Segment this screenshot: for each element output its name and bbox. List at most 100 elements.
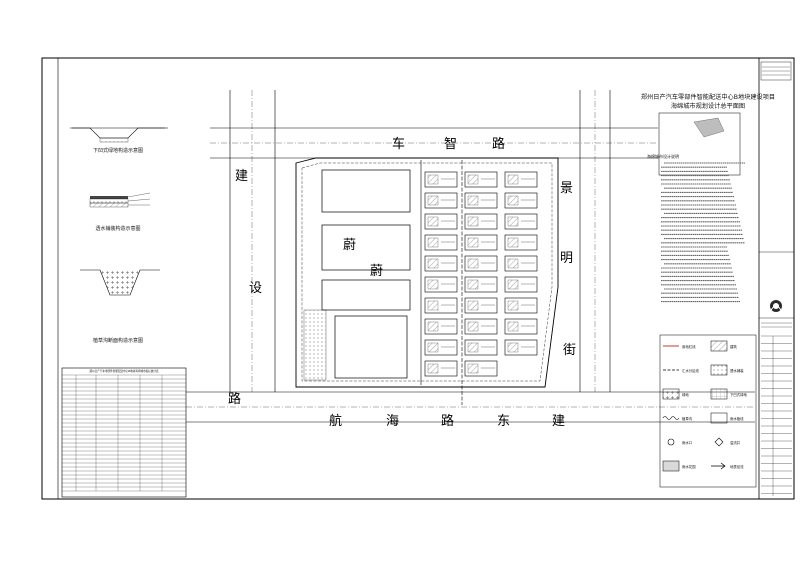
building-block <box>504 339 538 356</box>
building-block <box>464 213 498 230</box>
detail-sunken-greenland: 下凹式绿地构造示意图 <box>70 127 168 154</box>
legend-arrow-icon <box>711 462 726 470</box>
building-block <box>464 318 498 335</box>
east-building-grid <box>424 171 538 377</box>
building-block <box>424 360 458 377</box>
legend-fill-icon <box>662 460 680 472</box>
table-title: 郑州日产汽车零部件智能配送中心B地块海绵城市指标统计表 <box>89 369 159 373</box>
legend-entry: 汇水分区线 <box>663 368 700 373</box>
legend-entry: 下凹式绿地 <box>710 388 748 400</box>
plan-label: 海绵城市设计说明 <box>647 153 679 159</box>
sheet-inner-border <box>57 57 795 500</box>
building-block <box>464 297 498 314</box>
road-network <box>186 90 755 423</box>
drawing-title-line-1: 郑州日产汽车零部件智能配送中心B地块建设项目 <box>641 93 775 101</box>
legend-wave-icon <box>662 416 680 420</box>
legend-entry: 雨水口 <box>667 438 692 446</box>
legend-entry: 溢流井 <box>714 437 741 447</box>
building-block <box>504 213 538 230</box>
legend-entry: 植草沟 <box>662 416 693 421</box>
building-block <box>464 276 498 293</box>
design-description <box>661 162 745 303</box>
building-block <box>464 171 498 188</box>
building-block <box>464 360 498 377</box>
legend-label: 植草沟 <box>682 416 693 421</box>
legend-label: 用地红线 <box>682 344 696 349</box>
building-block <box>504 276 538 293</box>
building-block <box>504 255 538 272</box>
road-label-south-1: 航 <box>329 413 342 429</box>
building-block <box>424 255 458 272</box>
building-block <box>504 297 538 314</box>
building-block <box>424 234 458 251</box>
drawing-title-line-2: 海绵城市规划设计总平面图 <box>671 102 745 110</box>
building-block <box>424 318 458 335</box>
road-label-south-2: 海 <box>386 414 399 429</box>
legend-entry: 用地红线 <box>663 344 696 349</box>
detail-title-1: 下凹式绿地构造示意图 <box>93 147 143 154</box>
road-label-west-2: 设 <box>249 281 262 296</box>
legend-grid-icon <box>710 388 728 400</box>
road-label-north-2: 智 <box>444 137 457 152</box>
detail-title-2: 透水铺装构造示意图 <box>95 225 140 232</box>
road-label-east-1: 景 <box>560 181 573 196</box>
detail-grass-swale: 植草沟断面构造示意图 <box>80 269 160 344</box>
legend-label: 透水铺装 <box>730 368 744 373</box>
legend-label: 建筑 <box>730 344 737 349</box>
legend-label: 雨水管线 <box>730 416 744 421</box>
legend-label: 雨水花园 <box>682 464 696 469</box>
road-label-north-1: 车 <box>392 136 405 152</box>
building-block <box>424 213 458 230</box>
logo-icon <box>769 300 783 313</box>
legend-label: 溢流井 <box>730 440 741 445</box>
legend-dots-icon <box>710 364 728 376</box>
site-inner-boundary <box>301 162 553 382</box>
legend-box-icon <box>710 412 728 424</box>
statistics-table: 郑州日产汽车零部件智能配送中心B地块海绵城市指标统计表 <box>61 367 187 498</box>
legend-entry: 建筑 <box>710 340 737 352</box>
legend-cross-icon <box>662 388 680 400</box>
plot-label-1: 蔚 <box>343 238 356 253</box>
building-block <box>504 234 538 251</box>
road-label-west-3: 路 <box>228 391 241 407</box>
sheet-border <box>41 57 795 500</box>
building-block <box>424 339 458 356</box>
legend-entry: 地表径流 <box>711 462 744 470</box>
building-block <box>424 171 458 188</box>
road-label-east-3: 街 <box>563 343 576 358</box>
building-block <box>504 318 538 335</box>
title-block <box>758 58 794 499</box>
key-plan <box>658 112 741 176</box>
legend-label: 汇水分区线 <box>682 368 700 373</box>
legend-label: 下凹式绿地 <box>730 392 748 397</box>
legend-circle-icon <box>667 438 675 446</box>
road-label-north-3: 路 <box>492 136 505 152</box>
legend-label: 地表径流 <box>730 464 744 469</box>
legend-diamond-icon <box>714 437 724 447</box>
building-block <box>464 339 498 356</box>
building-block <box>464 234 498 251</box>
road-label-west-1: 建 <box>235 169 248 184</box>
road-label-south-4: 东 <box>497 414 510 429</box>
site-boundary <box>295 157 559 388</box>
legend-label: 绿地 <box>682 392 689 397</box>
detail-title-3: 植草沟断面构造示意图 <box>93 337 143 344</box>
west-buildings <box>303 169 411 381</box>
legend-hatch-icon <box>710 340 728 352</box>
building-block <box>504 192 538 209</box>
building-block <box>464 255 498 272</box>
building-block <box>424 276 458 293</box>
road-label-east-2: 明 <box>560 251 573 266</box>
road-label-south-5: 建 <box>552 414 565 429</box>
plot-label-2: 蔚 <box>370 264 383 279</box>
legend-entry: 透水铺装 <box>710 364 744 376</box>
road-label-south-3: 路 <box>441 413 454 429</box>
building-block <box>464 192 498 209</box>
legend-label: 雨水口 <box>682 440 692 445</box>
legend-entry: 雨水花园 <box>662 460 696 472</box>
building-block <box>424 297 458 314</box>
legend-entry: 绿地 <box>662 388 689 400</box>
legend-entry: 雨水管线 <box>710 412 744 424</box>
